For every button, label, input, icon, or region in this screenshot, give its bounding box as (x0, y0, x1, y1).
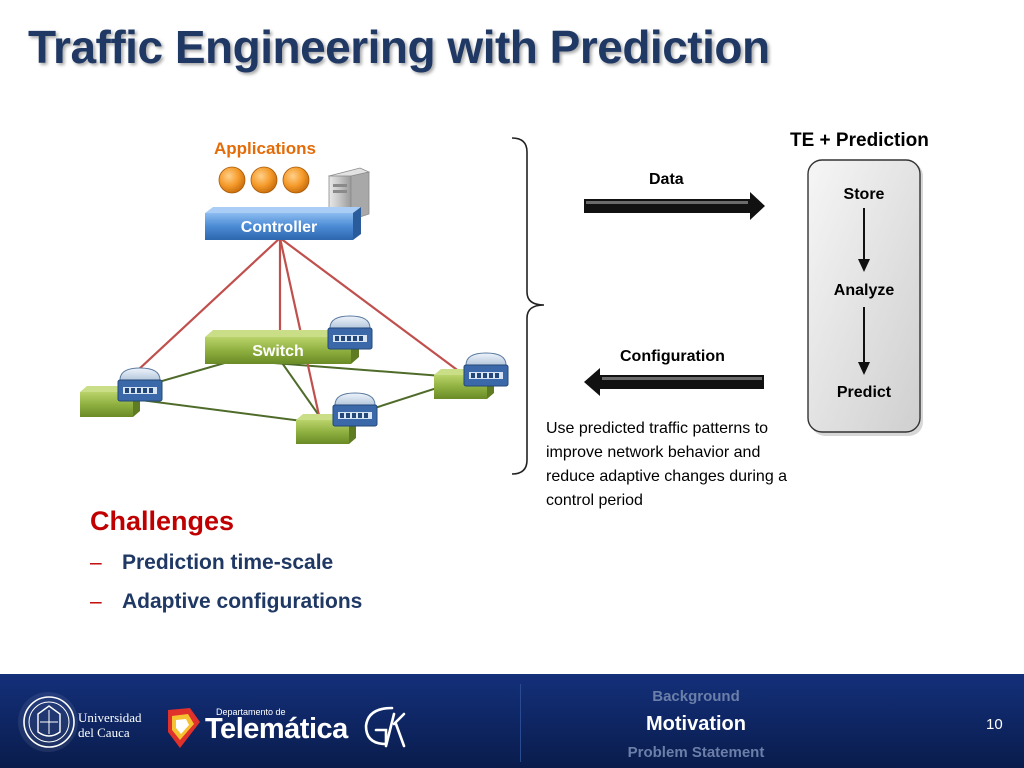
controller-label: Controller (240, 219, 318, 236)
footer-logos (18, 692, 406, 752)
switch-label: Switch (252, 343, 304, 360)
description-text: Use predicted traffic patterns to improv… (546, 420, 788, 509)
challenges-heading: Challenges (90, 506, 235, 536)
department-name: Telemática (205, 713, 348, 745)
nav-item-motivation[interactable]: Motivation (646, 713, 746, 735)
slide-title: Traffic Engineering with Prediction (28, 21, 770, 73)
application-icon (218, 166, 246, 194)
bullet-dash: – (90, 551, 102, 574)
te-prediction-title: TE + Prediction (790, 130, 929, 151)
university-name-line: del Cauca (78, 725, 130, 740)
pipeline-step-analyze: Analyze (833, 282, 895, 299)
footer-bar: Universidad del Cauca Departamento de Te… (0, 674, 1024, 768)
configuration-arrow (584, 368, 764, 396)
nav-item-problem-statement[interactable]: Problem Statement (627, 744, 765, 761)
control-line (278, 237, 322, 421)
data-label: Data (649, 171, 684, 188)
router-icon (463, 352, 509, 387)
git-logo-icon (364, 706, 406, 748)
challenge-item-text: Prediction time-scale (122, 551, 334, 574)
network-links (109, 359, 469, 425)
page-number: 10 (986, 716, 1003, 733)
department-prefix: Departamento de (216, 707, 286, 717)
pipeline-arrow (858, 307, 870, 375)
router-icon (117, 367, 163, 402)
application-icon (282, 166, 310, 194)
router-icon (332, 392, 378, 427)
application-icon (250, 166, 278, 194)
pipeline-step-predict: Predict (836, 384, 892, 401)
router-icons (117, 315, 509, 427)
nav-item-background[interactable]: Background (652, 688, 740, 705)
application-icons (218, 166, 310, 194)
department-logo-icon (168, 708, 200, 748)
curly-brace (511, 137, 545, 475)
university-name: Universidad del Cauca (78, 710, 142, 740)
university-name-line: Universidad (78, 710, 142, 725)
router-icon (327, 315, 373, 350)
challenge-item: –Adaptive configurations (90, 590, 362, 614)
challenge-item: –Prediction time-scale (90, 551, 333, 575)
control-links (109, 237, 469, 421)
pipeline-arrow (858, 208, 870, 272)
control-line (279, 237, 469, 379)
university-seal-icon (18, 692, 78, 752)
configuration-label: Configuration (620, 348, 725, 365)
footer-divider (520, 684, 521, 762)
controller-box (205, 207, 361, 240)
applications-label: Applications (214, 139, 317, 158)
te-prediction-box (807, 159, 923, 436)
data-arrow (584, 192, 765, 220)
pipeline-step-store: Store (843, 186, 885, 203)
challenge-item-text: Adaptive configurations (122, 590, 363, 613)
bullet-dash: – (90, 590, 102, 613)
